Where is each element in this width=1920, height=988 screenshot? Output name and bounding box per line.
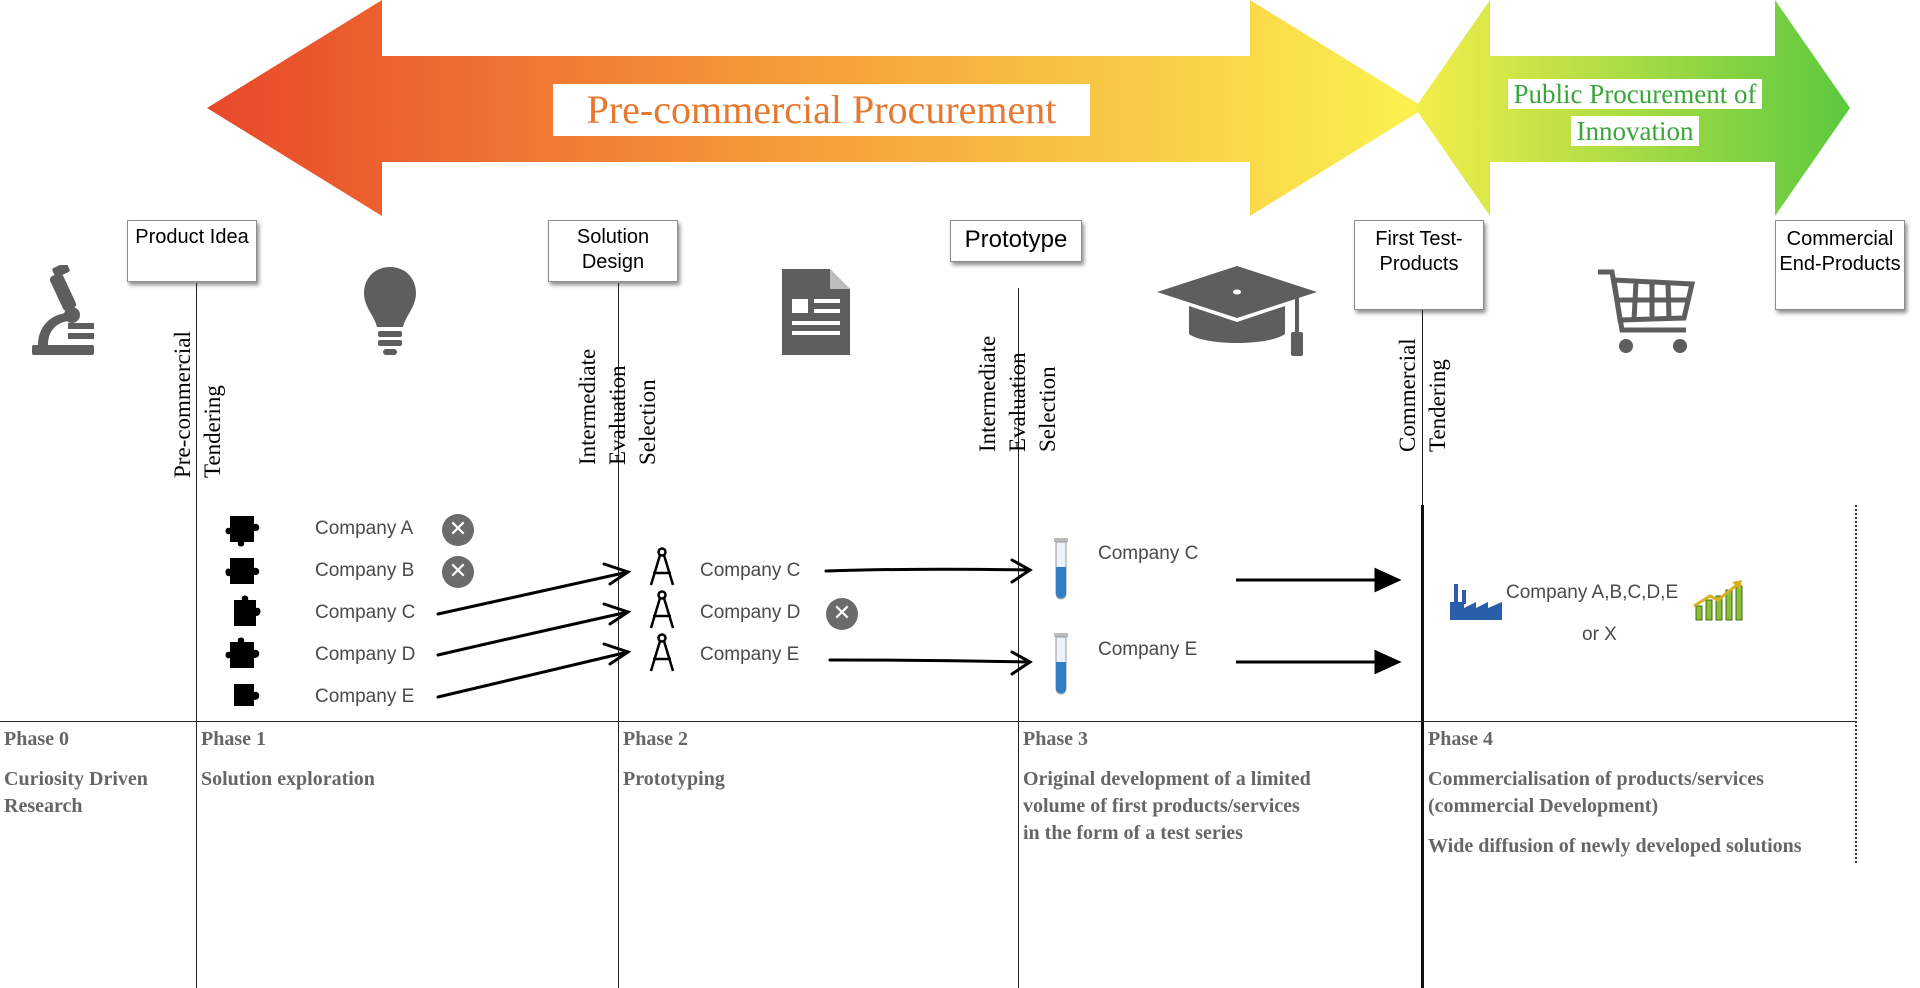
gate-line-3: [1018, 288, 1019, 988]
flow-arrow-e-head: [602, 642, 632, 666]
phase2-company-d: Company D: [700, 602, 801, 623]
phase1-company-e: Company E: [315, 686, 415, 707]
test-tube-icon: [1054, 633, 1068, 695]
phase1-company-d: Company D: [315, 644, 416, 665]
graduation-cap-icon: [1157, 266, 1317, 356]
compass-icon: [649, 547, 675, 586]
pcp-title: Pre-commercial Procurement: [553, 84, 1090, 136]
phase-4-label: Phase 4: [1428, 728, 1493, 750]
milestone-solution-design: Solution Design: [548, 220, 678, 282]
flow-arrow-c-head: [602, 562, 632, 586]
milestone-first-test-products: First Test-Products: [1354, 220, 1484, 310]
flow-arrow-p2c: [824, 567, 1032, 573]
ppi-title: Public Procurement of Innovation: [1490, 76, 1780, 150]
phase2-company-e: Company E: [700, 644, 800, 665]
lightbulb-icon: [364, 267, 416, 355]
flow-arrow-d: [436, 610, 630, 657]
flow-arrow-p3e-head: [1374, 649, 1402, 675]
phase3-company-e: Company E: [1098, 639, 1198, 660]
phase1-company-b: Company B: [315, 560, 415, 581]
shopping-cart-icon: [1598, 269, 1696, 353]
phase3-company-c: Company C: [1098, 543, 1199, 564]
phase-separator: [0, 721, 1855, 722]
phase-4-desc-3: Wide diffusion of newly developed soluti…: [1428, 835, 1802, 857]
gate-line-4: [1421, 505, 1424, 988]
puzzle-piece-icon: [225, 516, 261, 706]
phase-4-desc-2: (commercial Development): [1428, 795, 1659, 817]
flow-arrow-c: [436, 570, 630, 616]
compass-icon: [649, 590, 675, 629]
phase-1-desc-1: Solution exploration: [201, 768, 375, 790]
flow-arrow-d-head: [602, 602, 632, 626]
milestone-product-idea: Product Idea: [127, 220, 257, 282]
phase-3-label: Phase 3: [1023, 728, 1088, 750]
test-tube-icon: [1054, 538, 1068, 600]
phase-1-label: Phase 1: [201, 728, 266, 750]
phase-0-desc-1: Curiosity Driven: [4, 768, 148, 790]
gate-line-2: [618, 283, 619, 988]
compass-icon: [649, 633, 675, 672]
microscope-icon: [32, 265, 94, 355]
phase-3-desc-2: volume of first products/services: [1023, 795, 1300, 817]
flow-arrow-e: [436, 650, 630, 699]
phase1-company-c: Company C: [315, 602, 416, 623]
gate-line-4-top: [1422, 310, 1423, 505]
x-circle-icon: ✕: [442, 514, 474, 546]
phase-2-label: Phase 2: [623, 728, 688, 750]
phase2-company-c: Company C: [700, 560, 801, 581]
phase-3-desc-3: in the form of a test series: [1023, 822, 1243, 844]
flow-arrow-p3c-head: [1374, 567, 1402, 593]
phase4-or-line: or X: [1582, 624, 1617, 645]
phase4-company-line: Company A,B,C,D,E: [1506, 582, 1679, 603]
factory-icon: [1450, 584, 1502, 620]
milestone-commercial-end-products: Commercial End-Products: [1775, 220, 1905, 310]
growth-chart-icon: [1693, 580, 1743, 621]
x-circle-icon: ✕: [826, 598, 858, 630]
phase1-company-a: Company A: [315, 518, 414, 539]
document-icon: [782, 269, 850, 355]
flow-arrow-p2c-head: [1010, 558, 1033, 584]
gate-line-1: [196, 283, 197, 988]
phase-2-desc-1: Prototyping: [623, 768, 725, 790]
phase-0-label: Phase 0: [4, 728, 69, 750]
phase-0-desc-2: Research: [4, 795, 83, 817]
phase-3-desc-1: Original development of a limited: [1023, 768, 1311, 790]
x-circle-icon: ✕: [442, 556, 474, 588]
flow-arrow-p2e: [828, 658, 1032, 664]
phase-4-desc-1: Commercialisation of products/services: [1428, 768, 1764, 790]
milestone-prototype: Prototype: [950, 220, 1082, 262]
gate-line-5: [1855, 505, 1857, 863]
flow-arrow-p2e-head: [1010, 650, 1033, 676]
